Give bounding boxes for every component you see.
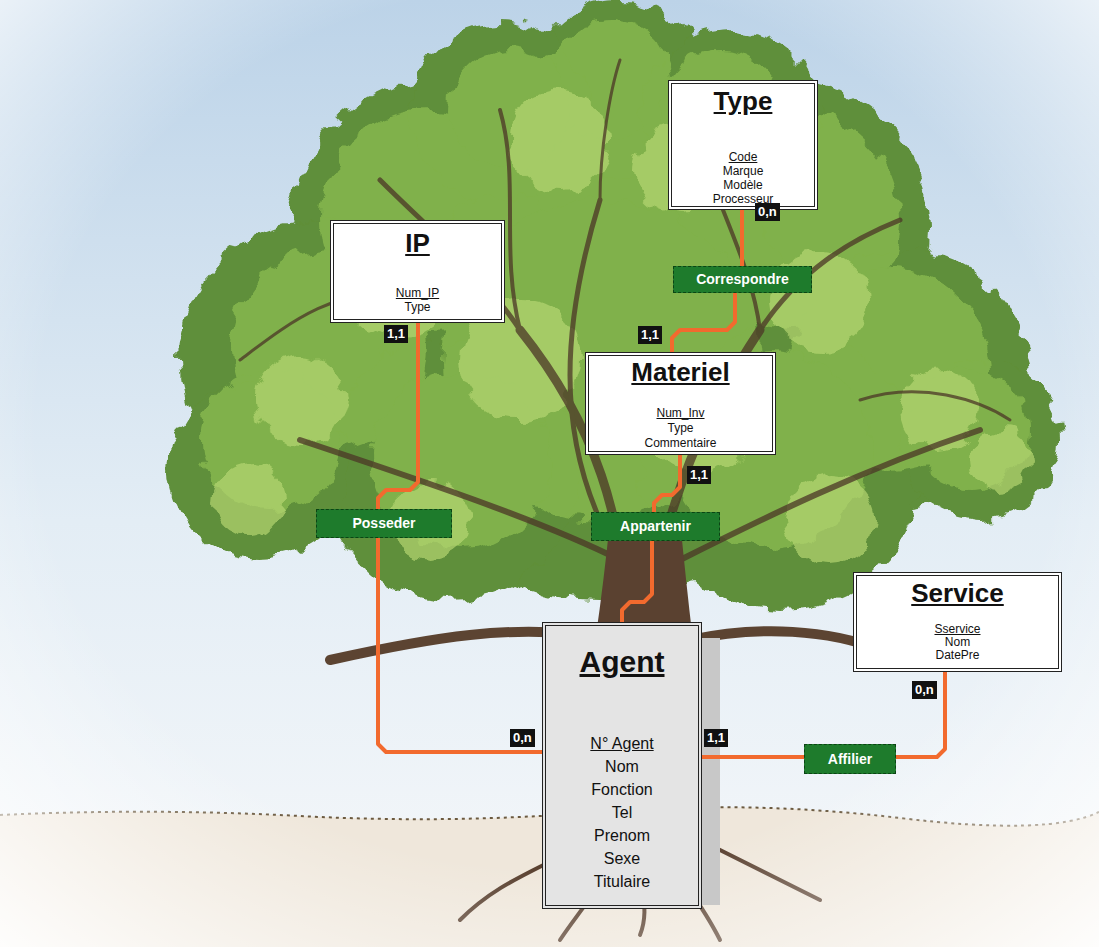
cardinality-label: 1,1 [638, 326, 662, 344]
attribute: Nom [546, 755, 698, 778]
attribute: Sexe [546, 847, 698, 870]
relationship-link [740, 210, 744, 266]
relationship-box: Appartenir [591, 512, 720, 541]
relationship-link [378, 323, 418, 509]
key-attribute: N° Agent [546, 732, 698, 755]
attribute: Type [589, 421, 772, 436]
key-attribute: Num_Inv [589, 406, 772, 421]
attribute: Marque [672, 164, 814, 178]
cardinality-label: 1,1 [687, 466, 711, 484]
key-attribute: Sservice [857, 623, 1058, 636]
cardinality-label: 0,n [510, 729, 535, 747]
relationship-link [702, 755, 804, 759]
cardinality-label: 1,1 [384, 325, 408, 343]
entity-name: Agent [546, 644, 698, 680]
attribute: Tel [546, 801, 698, 824]
attribute: Prenom [546, 824, 698, 847]
attribute: Modèle [672, 178, 814, 192]
entity-box: TypeCodeMarqueModèleProcesseur [668, 80, 818, 210]
relationship-box: Affilier [804, 744, 896, 774]
entity-box: ServiceSserviceNomDatePre [853, 572, 1062, 672]
attribute: Commentaire [589, 436, 772, 451]
cardinality-label: 0,n [912, 681, 937, 699]
relationship-link [654, 455, 680, 512]
relationship-name: Posseder [327, 510, 441, 537]
attribute: Titulaire [546, 870, 698, 893]
key-attribute: Code [672, 150, 814, 164]
relationship-name: Appartenir [602, 513, 709, 540]
key-attribute: Num_IP [334, 286, 501, 300]
entity-name: Service [857, 578, 1058, 608]
attribute: Fonction [546, 778, 698, 801]
relationship-link [672, 293, 735, 352]
relationship-box: Posseder [316, 509, 452, 538]
entity-name: IP [334, 228, 501, 258]
relationship-link [378, 538, 542, 752]
entity-name: Materiel [589, 357, 772, 387]
relationship-name: Affilier [815, 745, 885, 773]
relationship-link [622, 541, 652, 622]
attribute: Type [334, 300, 501, 314]
relationship-name: Correspondre [684, 267, 801, 292]
attribute: Nom [857, 636, 1058, 649]
relationship-box: Correspondre [673, 266, 812, 293]
entity-box: IP Num_IPType [330, 220, 505, 323]
entity-box: MaterielNum_InvTypeCommentaire [585, 352, 776, 455]
cardinality-label: 1,1 [704, 729, 728, 747]
cardinality-label: 0,n [755, 203, 780, 221]
relationship-link [896, 672, 945, 757]
entity-box: Agent N° AgentNomFonctionTelPrenomSexeTit… [542, 622, 702, 909]
attribute: DatePre [857, 649, 1058, 662]
attribute: Processeur [672, 192, 814, 206]
entity-name: Type [672, 86, 814, 116]
